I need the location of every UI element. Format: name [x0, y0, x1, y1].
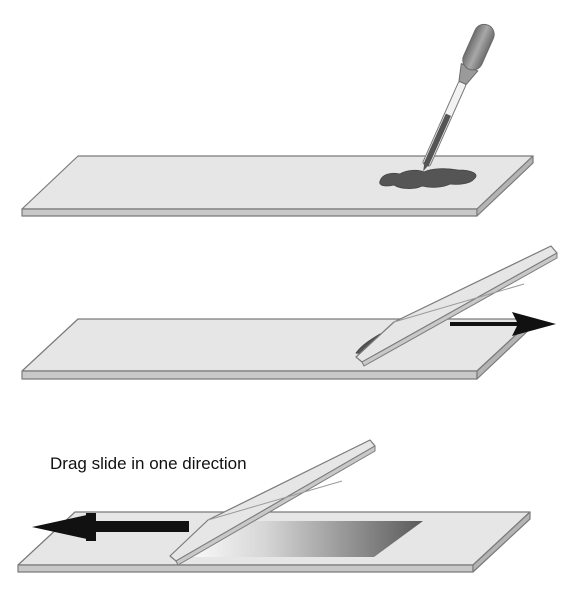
- step-3-drag-smear: Drag slide in one direction: [17, 439, 531, 573]
- step-1-place-drop: [21, 23, 534, 217]
- spreader-slide-2: [169, 439, 376, 566]
- left-arrow-icon: [32, 513, 189, 541]
- spreader-slide-1: [355, 245, 558, 367]
- bottom-slide-1: [21, 155, 534, 217]
- blood-drop: [379, 168, 477, 189]
- blood-smear: [180, 521, 423, 557]
- dropper-icon: [422, 23, 495, 172]
- step-2-spreader-contact: [21, 245, 558, 380]
- drag-instruction: Drag slide in one direction: [50, 454, 247, 473]
- right-arrow-icon: [450, 312, 556, 336]
- bottom-slide-2: [21, 318, 534, 380]
